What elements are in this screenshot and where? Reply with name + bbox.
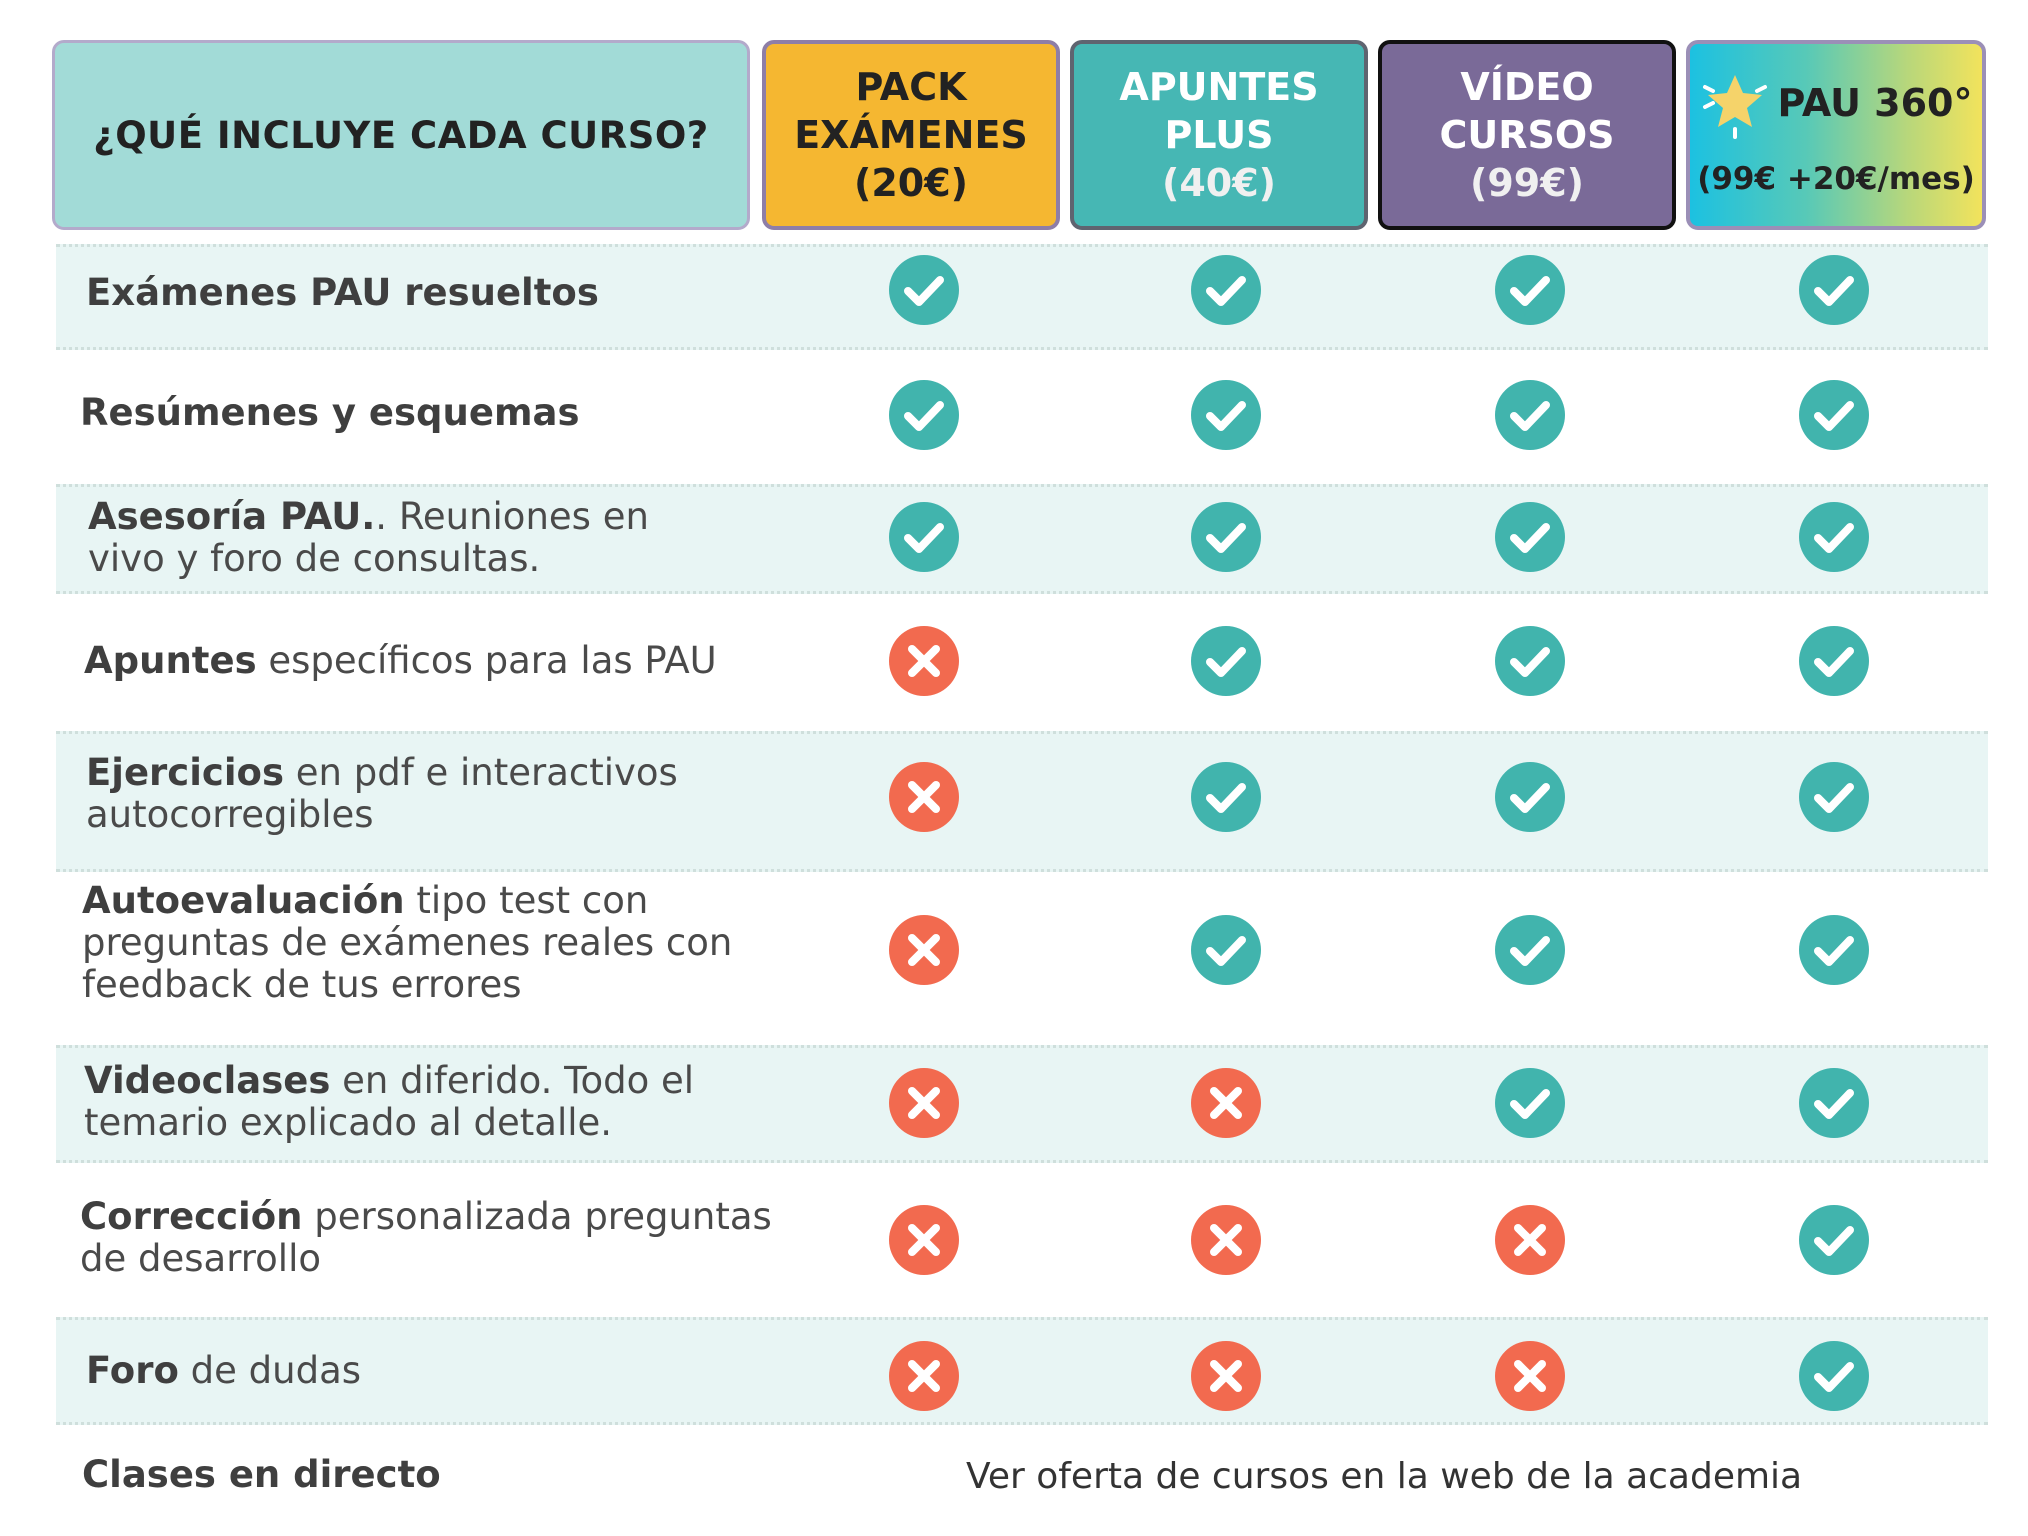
row-band [56, 731, 1988, 872]
feature-label: Autoevaluación tipo test con preguntas d… [82, 880, 762, 1006]
feature-rest: tipo test con preguntas de exámenes real… [82, 879, 733, 1006]
feature-bold: Asesoría PAU. [88, 495, 376, 538]
feature-bold: Exámenes PAU resueltos [86, 271, 599, 314]
row-band [56, 484, 1988, 594]
check-icon [889, 255, 959, 325]
column-price: (20€) [853, 161, 969, 205]
cross-icon [889, 626, 959, 696]
feature-label: Corrección personalizada preguntas de de… [80, 1196, 800, 1280]
check-icon [1495, 626, 1565, 696]
feature-bold: Autoevaluación [82, 879, 405, 922]
feature-rest: personalizada preguntas de desarrollo [80, 1195, 772, 1280]
check-icon [1799, 380, 1869, 450]
check-icon [1191, 915, 1261, 985]
check-icon [1799, 762, 1869, 832]
check-icon [1799, 1341, 1869, 1411]
cross-icon [889, 1341, 959, 1411]
check-icon [1799, 915, 1869, 985]
cross-icon [1191, 1341, 1261, 1411]
check-icon [1799, 502, 1869, 572]
header-title-text: ¿QUÉ INCLUYE CADA CURSO? [93, 113, 709, 157]
column-header-pau-360: PAU 360° (99€ +20€/mes) [1686, 40, 1986, 230]
column-name-line: PLUS [1164, 113, 1274, 157]
feature-label: Apuntes específicos para las PAU [84, 640, 717, 682]
column-price: (99€ +20€/mes) [1697, 161, 1975, 197]
column-price: (40€) [1161, 161, 1277, 205]
check-icon [1191, 380, 1261, 450]
column-name-line: EXÁMENES [794, 113, 1028, 157]
column-name-line: PACK [855, 65, 967, 109]
check-icon [1799, 626, 1869, 696]
feature-rest: de dudas [178, 1349, 362, 1392]
feature-bold: Ejercicios [86, 751, 284, 794]
check-icon [1191, 502, 1261, 572]
check-icon [1799, 1068, 1869, 1138]
footer-note: Ver oferta de cursos en la web de la aca… [966, 1456, 1803, 1497]
cross-icon [889, 1205, 959, 1275]
cross-icon [889, 1068, 959, 1138]
column-name-line: CURSOS [1439, 113, 1615, 157]
check-icon [1495, 1068, 1565, 1138]
feature-rest: en pdf e interactivos autocorregibles [86, 751, 678, 836]
check-icon [1495, 502, 1565, 572]
feature-bold: Apuntes [84, 639, 257, 682]
check-icon [1495, 255, 1565, 325]
check-icon [1191, 762, 1261, 832]
feature-bold: Foro [86, 1349, 179, 1392]
table-header-title: ¿QUÉ INCLUYE CADA CURSO? [52, 40, 750, 230]
check-icon [1799, 1205, 1869, 1275]
feature-bold: Clases en directo [82, 1453, 441, 1496]
cross-icon [1495, 1341, 1565, 1411]
column-name-wrap: PAU 360° [1699, 67, 1973, 139]
cross-icon [889, 915, 959, 985]
feature-label: Exámenes PAU resueltos [86, 272, 599, 314]
feature-label: Clases en directo [82, 1454, 441, 1496]
column-name-line: VÍDEO [1460, 65, 1594, 109]
row-band [56, 1045, 1988, 1163]
row-band [56, 1317, 1988, 1425]
feature-label: Videoclases en diferido. Todo el temario… [84, 1060, 724, 1144]
row-band [56, 244, 1988, 350]
feature-bold: Corrección [80, 1195, 303, 1238]
check-icon [1191, 255, 1261, 325]
cross-icon [889, 762, 959, 832]
check-icon [889, 380, 959, 450]
check-icon [1495, 380, 1565, 450]
feature-rest: en diferido. Todo el temario explicado a… [84, 1059, 695, 1144]
feature-label: Ejercicios en pdf e interactivos autocor… [86, 752, 706, 836]
column-header-video-cursos: VÍDEO CURSOS (99€) [1378, 40, 1676, 230]
feature-label: Asesoría PAU.. Reuniones en vivo y foro … [88, 496, 728, 580]
check-icon [1495, 762, 1565, 832]
cross-icon [1191, 1068, 1261, 1138]
cross-icon [1495, 1205, 1565, 1275]
feature-bold: Resúmenes y esquemas [80, 391, 580, 434]
cross-icon [1191, 1205, 1261, 1275]
column-header-apuntes-plus: APUNTES PLUS (40€) [1070, 40, 1368, 230]
feature-rest: específicos para las PAU [256, 639, 717, 682]
check-icon [889, 502, 959, 572]
feature-label: Resúmenes y esquemas [80, 392, 580, 434]
column-header-pack-examenes: PACK EXÁMENES (20€) [762, 40, 1060, 230]
check-icon [1191, 626, 1261, 696]
column-name-line: PAU 360° [1777, 81, 1973, 125]
star-icon [1703, 75, 1768, 139]
check-icon [1799, 255, 1869, 325]
feature-label: Foro de dudas [86, 1350, 361, 1392]
column-price: (99€) [1469, 161, 1585, 205]
column-name-line: APUNTES [1119, 65, 1319, 109]
feature-rest: . Reuniones en vivo y foro de consultas. [88, 495, 649, 580]
feature-bold: Videoclases [84, 1059, 331, 1102]
check-icon [1495, 915, 1565, 985]
